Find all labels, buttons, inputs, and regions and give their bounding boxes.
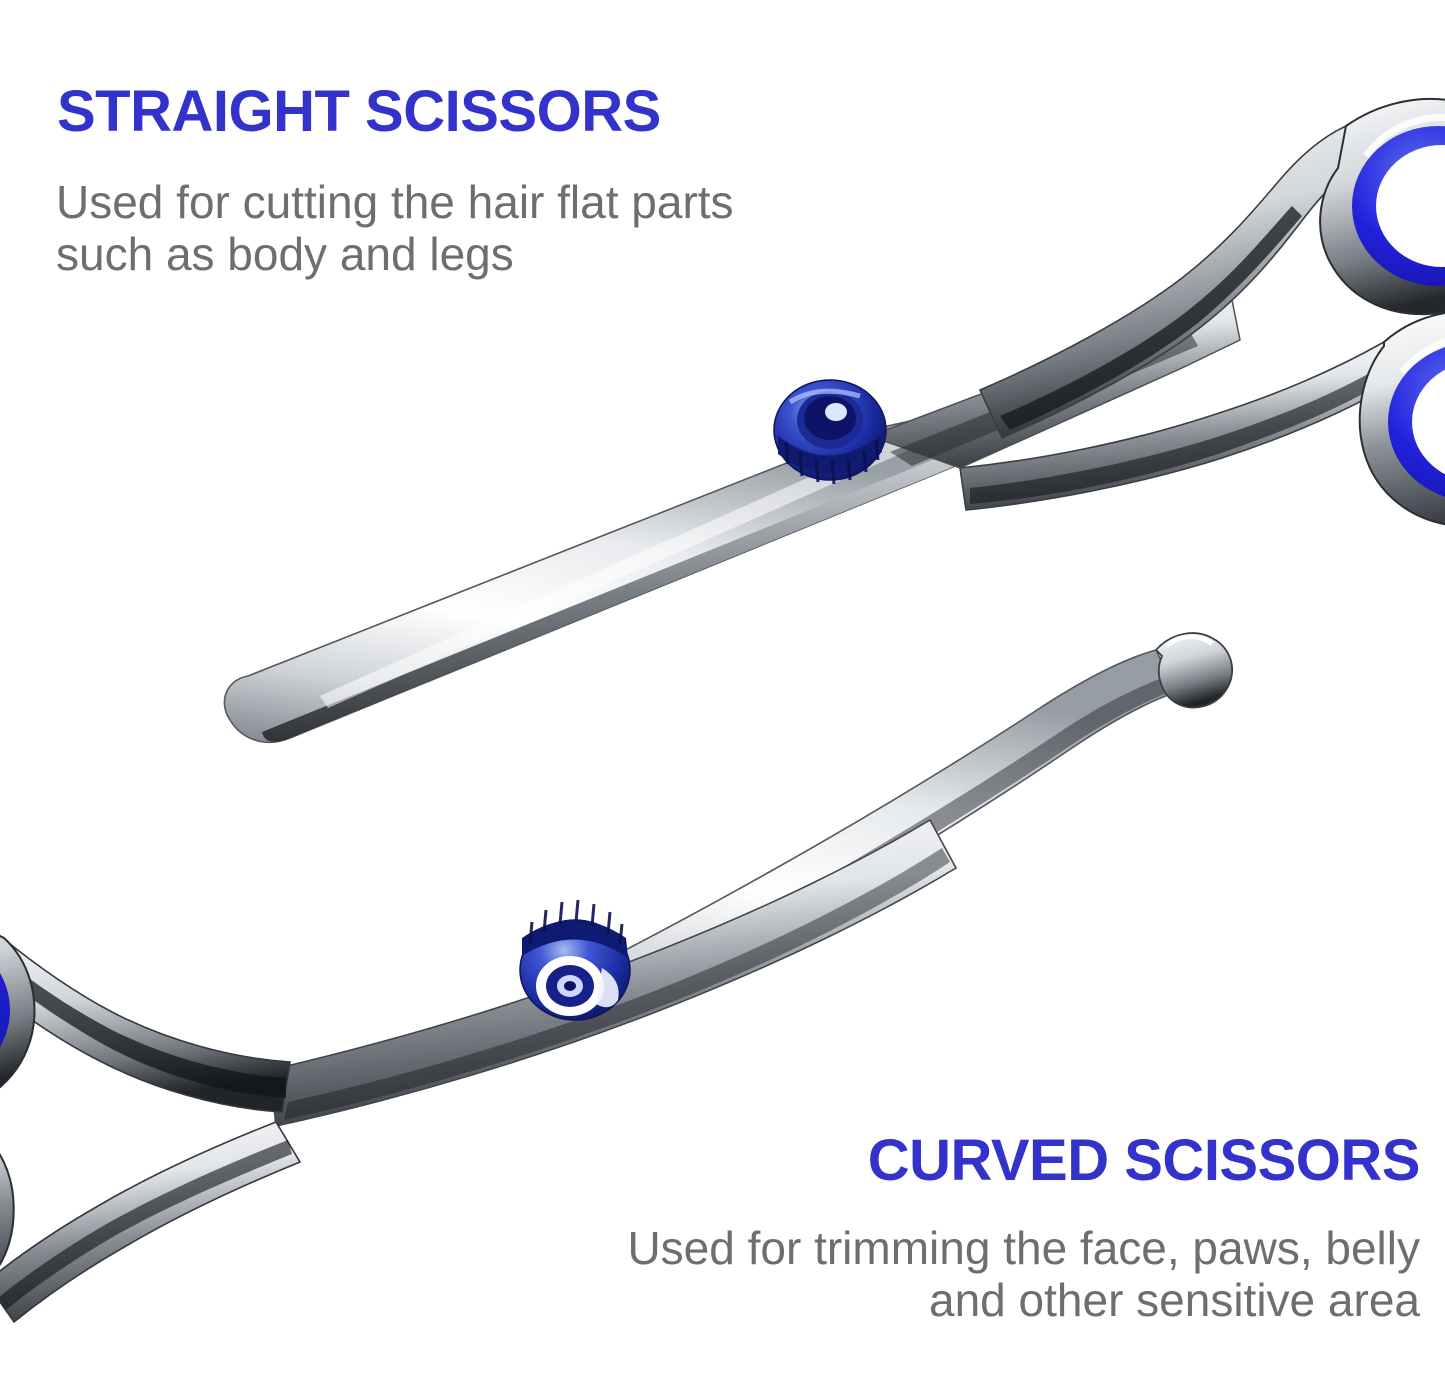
straight-upper-blade [867, 288, 1241, 469]
straight-lower-handle-ring [1358, 312, 1445, 526]
straight-scissors-title: STRAIGHT SCISSORS [57, 79, 661, 144]
straight-scissors-description: Used for cutting the hair flat parts suc… [56, 176, 734, 281]
curved-scissors-title: CURVED SCISSORS [867, 1128, 1421, 1193]
curved-upper-handle-ring [0, 934, 36, 1089]
straight-pivot-screw-icon [773, 379, 887, 485]
curved-lower-shank [0, 1121, 302, 1324]
straight-upper-shank [978, 124, 1368, 440]
curved-upper-shank [0, 934, 291, 1113]
straight-lower-blade [223, 411, 972, 744]
curved-lower-blade-body [269, 818, 958, 1127]
curved-pivot-screw-icon [519, 899, 631, 1021]
curved-blade [528, 632, 1234, 1050]
curved-lower-handle-ring [0, 1153, 15, 1267]
straight-lower-shank [959, 340, 1406, 511]
straight-upper-handle-ring [1319, 98, 1445, 316]
curved-scissors-description: Used for trimming the face, paws, belly … [627, 1222, 1420, 1327]
